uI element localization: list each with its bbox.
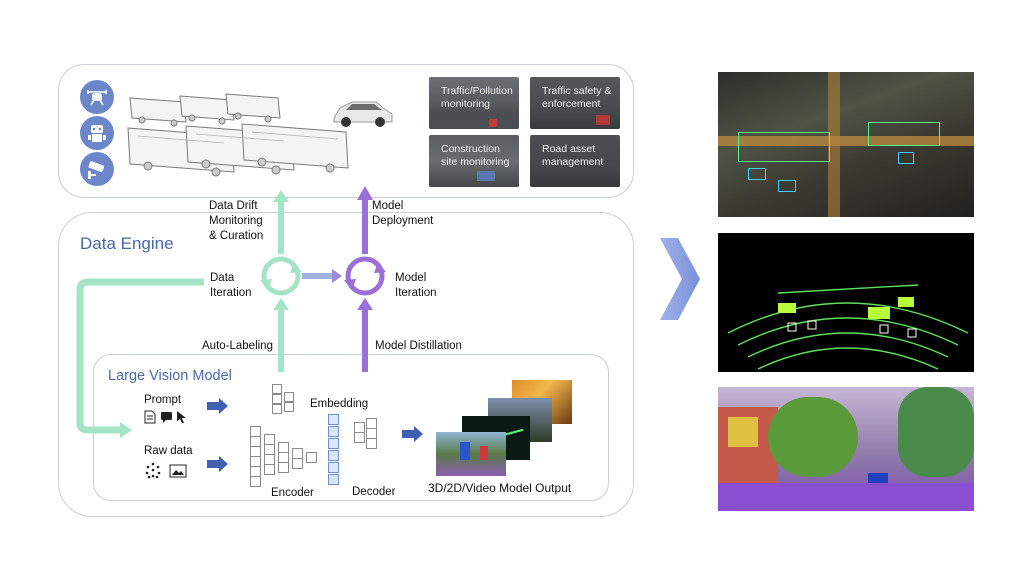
embedding-label: Embedding [310,398,369,410]
data-engine-flow [76,186,423,472]
bus-shape [129,97,187,127]
raw-data-arrow [207,456,228,472]
tile-construction-site: Construction site monitoring [429,135,519,187]
encoder-network [250,426,326,494]
data-engine-title: Data Engine [80,234,174,253]
data-iteration-label: Data Iteration [210,272,252,299]
model-distillation-label: Model Distillation [375,340,462,352]
raw-data-icons [144,462,190,480]
embedding-network [262,384,306,418]
aerial-detection-image [718,72,974,217]
lvm-title: Large Vision Model [108,368,232,384]
tile-label: Traffic/Pollution monitoring [441,85,513,110]
drone-icon [80,80,114,114]
document-icon [144,410,156,424]
cursor-icon [177,411,186,423]
model-iteration-cycle-icon [344,256,386,296]
model-deployment-label: Model Deployment [372,200,434,227]
robot-icon [80,116,114,150]
data-iteration-feedback-arrow [76,278,204,434]
image-icon [169,464,187,478]
output-image-stack [436,380,576,476]
security-camera-icon [80,152,114,186]
auto-labeling-label: Auto-Labeling [202,340,273,352]
tile-traffic-pollution: Traffic/Pollution monitoring [429,77,519,129]
model-iteration-label: Model Iteration [395,272,437,299]
raw-data-label: Raw data [144,445,193,457]
model-output-label: 3D/2D/Video Model Output [428,481,572,495]
output-arrow [402,426,423,442]
tile-label: Traffic safety & enforcement [542,85,612,110]
prompt-label: Prompt [144,394,182,406]
arrowhead [120,422,132,438]
segmentation-street-image [718,387,974,511]
point-cloud-icon [145,462,161,479]
chevron-right-icon [660,238,700,320]
prompt-arrow [207,398,228,414]
tile-traffic-safety: Traffic safety & enforcement [530,77,620,129]
lidar-point-cloud-image [718,233,974,372]
bus-fleet-illustration [127,93,349,177]
tile-label: Road asset management [542,143,604,168]
prompt-icons [144,410,190,424]
tile-road-asset: Road asset management [530,135,620,187]
decoder-network [328,414,382,485]
tile-label: Construction site monitoring [441,143,510,168]
encoder-label: Encoder [271,487,314,499]
chat-icon [161,412,172,423]
decoder-label: Decoder [352,486,396,498]
suv-illustration [333,101,393,127]
data-iteration-cycle-icon [260,256,302,296]
data-drift-label: Data Drift Monitoring & Curation [209,200,264,242]
